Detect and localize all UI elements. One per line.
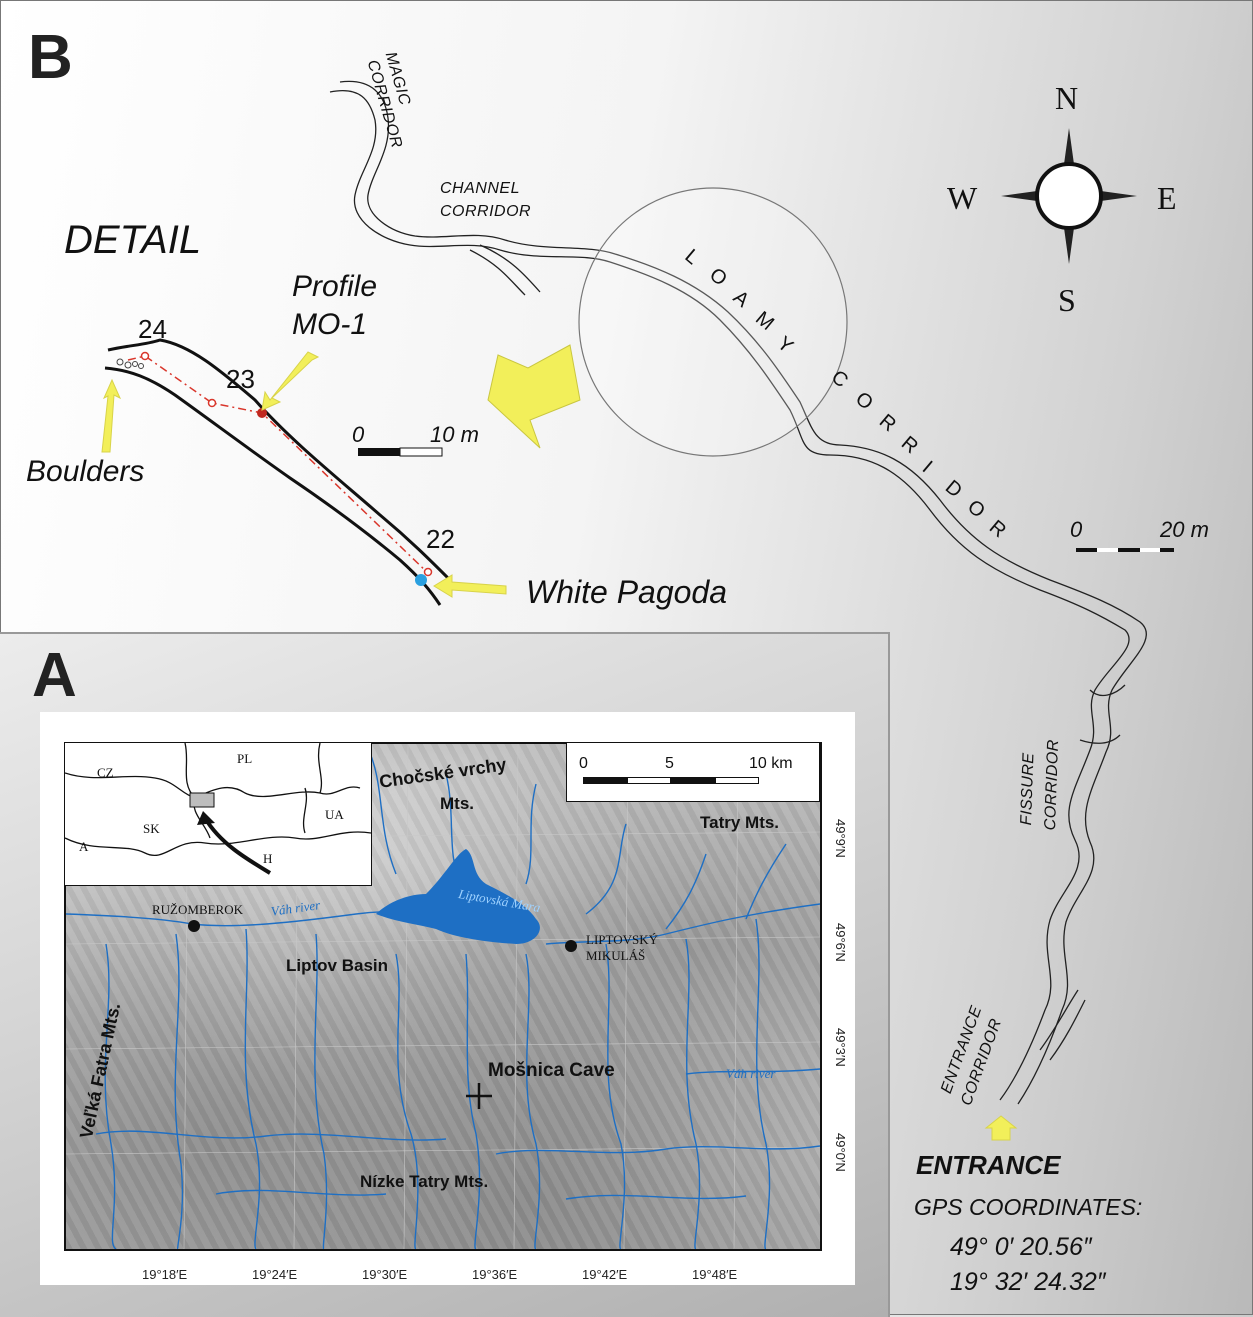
compass-north: N — [1055, 80, 1079, 116]
liptovsky-label: LIPTOVSKÝ — [586, 932, 658, 947]
station-22-marker — [423, 567, 433, 577]
cave-side-branch — [469, 244, 541, 296]
detail-passage-top-wall — [107, 338, 452, 582]
detail-circle — [578, 187, 848, 457]
main-scale-end: 20 m — [1160, 517, 1209, 542]
mosnica-cave-marker — [466, 1083, 492, 1109]
detail-scale-start: 0 — [352, 422, 365, 447]
country-a: A — [79, 839, 89, 854]
country-sk: SK — [143, 821, 160, 836]
detail-pointer-arrow — [487, 344, 581, 449]
km-scale-seg — [583, 777, 627, 784]
detail-scale-end: 10 m — [430, 422, 479, 447]
cave-passage-outline-left — [329, 90, 1130, 1101]
lat-tick-4900: 49°0′N — [833, 1133, 848, 1172]
ruzomberok-label: RUŽOMBEROK — [152, 902, 244, 917]
lon-tick-1924: 19°24′E — [252, 1267, 298, 1282]
map-overlay — [66, 744, 820, 1249]
boulder-symbol — [124, 361, 132, 369]
study-area-box — [189, 792, 215, 808]
station-24-marker — [140, 351, 150, 361]
liptovsky-mikulas-marker — [565, 940, 577, 952]
km-scale-10: 10 km — [749, 755, 793, 772]
detail-scale-bar — [358, 447, 443, 457]
cave-passage-outline-right — [339, 80, 1147, 1105]
vah-river-label-east: Váh river — [726, 1066, 776, 1081]
lon-tick-1930: 19°30′E — [362, 1267, 408, 1282]
lon-tick-1948: 19°48′E — [692, 1267, 738, 1282]
mosnica-cave-label: Mošnica Cave — [488, 1060, 615, 1081]
entrance-label: ENTRANCE — [916, 1150, 1061, 1180]
station-24-label: 24 — [138, 314, 167, 344]
country-cz: CZ — [97, 765, 114, 780]
channel-corridor-label-2: CORRIDOR — [440, 203, 532, 220]
km-scale-box: 0 5 10 km — [566, 742, 820, 802]
panel-b-letter: B — [28, 23, 73, 92]
station-22-label: 22 — [426, 524, 455, 554]
lat-tick-4903: 49°3′N — [833, 1028, 848, 1067]
boulder-symbol — [132, 361, 138, 367]
chocske-mts-label: Mts. — [440, 794, 474, 813]
compass-east: E — [1157, 180, 1177, 216]
boulders-pointer-arrow — [101, 378, 122, 453]
ruzomberok-marker — [188, 920, 200, 932]
mikulas-label: MIKULÁŠ — [586, 948, 646, 963]
km-scale-seg — [715, 777, 759, 784]
compass-rose — [1001, 128, 1137, 264]
fissure-corridor-label-1: FISSURE — [1018, 752, 1038, 826]
detail-title: DETAIL — [64, 218, 202, 262]
fissure-corridor-label-2: CORRIDOR — [1042, 738, 1063, 831]
compass-south: S — [1058, 282, 1076, 318]
profile-mo1-marker — [257, 408, 267, 418]
country-h: H — [263, 851, 273, 866]
detail-survey-line — [127, 355, 431, 576]
river-network — [66, 744, 820, 1249]
lat-tick-4909: 49°9′N — [833, 819, 848, 858]
country-pl: PL — [237, 751, 253, 766]
station-23-label: 23 — [226, 364, 255, 394]
boulders-label: Boulders — [26, 455, 145, 488]
tatry-mts-label: Tatry Mts. — [700, 813, 780, 832]
gps-title: GPS COORDINATES: — [914, 1194, 1143, 1220]
km-scale-seg — [627, 777, 671, 784]
liptovska-mara-reservoir — [376, 849, 540, 944]
lat-tick-4906: 49°6′N — [833, 923, 848, 962]
channel-corridor-label-1: CHANNEL — [440, 180, 520, 197]
gps-latitude: 49° 0′ 20.56″ — [950, 1233, 1092, 1261]
station-23-marker — [207, 398, 217, 408]
country-ua: UA — [325, 807, 344, 822]
detail-passage-bottom-wall — [104, 366, 442, 606]
compass-west: W — [947, 180, 978, 216]
lon-tick-1936: 19°36′E — [472, 1267, 518, 1282]
country-borders — [65, 743, 371, 856]
km-scale-seg — [671, 777, 715, 784]
profile-pointer-arrow — [261, 351, 320, 411]
km-scale-5: 5 — [665, 755, 674, 772]
lon-tick-1942: 19°42′E — [582, 1267, 628, 1282]
panel-a-letter: A — [32, 641, 77, 710]
gps-longitude: 19° 32′ 24.32″ — [950, 1268, 1106, 1296]
profile-label: Profile — [292, 270, 378, 303]
boulder-symbol — [116, 358, 124, 366]
km-scale-0: 0 — [579, 755, 588, 772]
liptov-basin-label: Liptov Basin — [286, 956, 389, 975]
locator-arrow — [203, 816, 272, 875]
white-pagoda-label: White Pagoda — [526, 574, 728, 610]
white-pagoda-marker — [415, 574, 427, 586]
country-inset: CZ PL SK UA A H — [64, 742, 372, 886]
profile-id-label: MO-1 — [292, 308, 367, 341]
white-pagoda-pointer-arrow — [433, 574, 507, 598]
cave-entrance-branch — [1039, 989, 1086, 1061]
lon-tick-1918: 19°18′E — [142, 1267, 188, 1282]
entrance-pointer-arrow — [984, 1115, 1018, 1141]
main-scale-start: 0 — [1070, 517, 1083, 542]
cave-side-branch-2 — [1079, 684, 1126, 744]
boulder-symbol — [138, 363, 144, 369]
nizke-tatry-label: Nízke Tatry Mts. — [360, 1172, 489, 1191]
